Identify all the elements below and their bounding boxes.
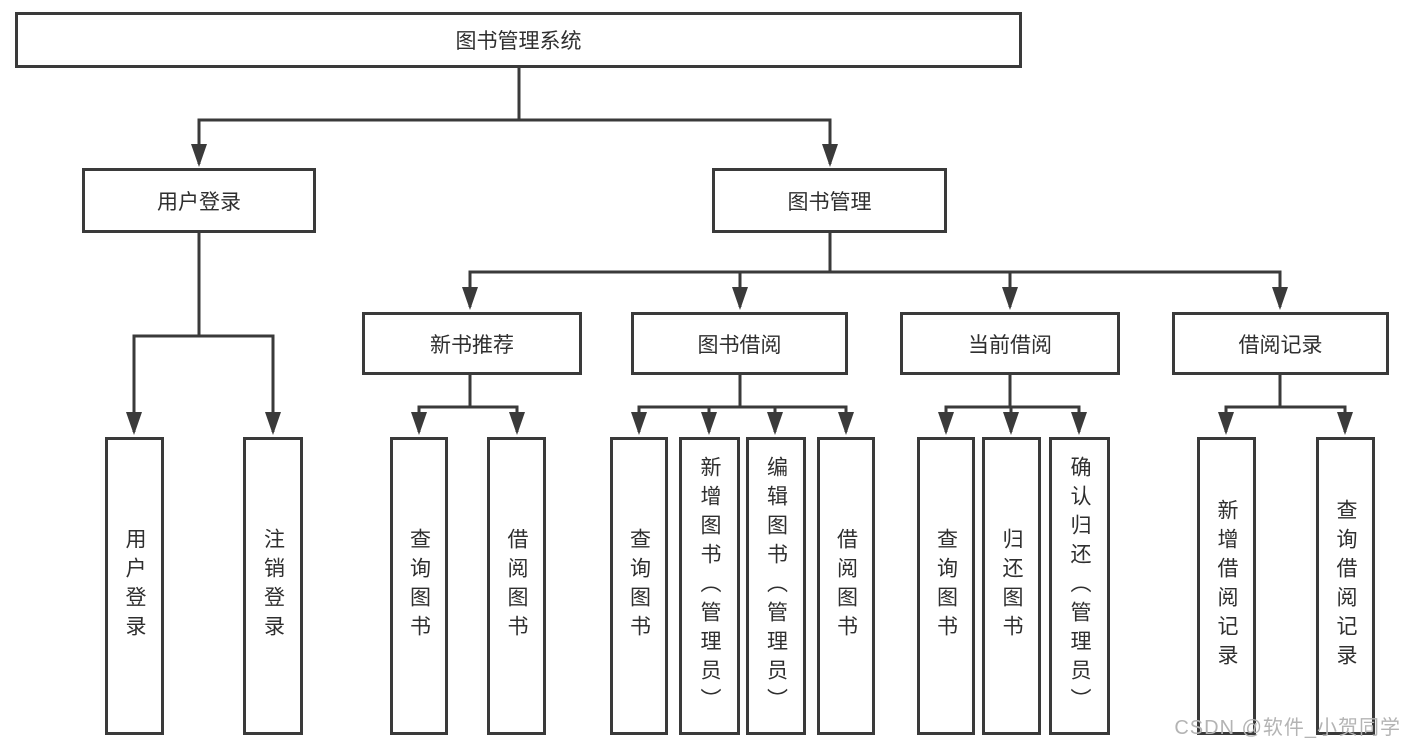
node-current-borrow: 当前借阅 <box>900 312 1120 375</box>
leaf-current-return-label: 归还图书 <box>1000 528 1023 644</box>
connector-borrow-records <box>1218 375 1353 435</box>
leaf-logout: 注销登录 <box>243 437 303 735</box>
connector-current-borrow <box>938 375 1087 435</box>
leaf-newbooks-query-label: 查询图书 <box>407 528 431 644</box>
leaf-logout-label: 注销登录 <box>261 528 285 644</box>
leaf-borrow-edit-admin-label: 编辑图书（管理员） <box>764 455 788 717</box>
node-borrow-records: 借阅记录 <box>1172 312 1389 375</box>
connector-new-books <box>411 375 525 435</box>
leaf-borrow-add-admin-label: 新增图书（管理员） <box>698 455 721 717</box>
csdn-watermark: CSDN @软件_小贺同学 <box>1174 717 1401 739</box>
leaf-borrow-borrow: 借阅图书 <box>817 437 875 735</box>
leaf-user-login-label: 用户登录 <box>123 528 146 644</box>
node-user-login-label: 用户登录 <box>157 190 241 214</box>
node-current-borrow-label: 当前借阅 <box>968 333 1052 357</box>
leaf-current-query: 查询图书 <box>917 437 975 735</box>
leaf-borrow-add-admin: 新增图书（管理员） <box>679 437 740 735</box>
node-book-borrow: 图书借阅 <box>631 312 848 375</box>
node-root: 图书管理系统 <box>15 12 1022 68</box>
node-new-books-label: 新书推荐 <box>430 333 514 357</box>
leaf-newbooks-borrow-label: 借阅图书 <box>505 528 528 644</box>
leaf-user-login: 用户登录 <box>105 437 164 735</box>
leaf-borrow-edit-admin: 编辑图书（管理员） <box>746 437 806 735</box>
node-root-label: 图书管理系统 <box>455 30 582 53</box>
leaf-current-confirm-admin-label: 确认归还（管理员） <box>1068 455 1091 717</box>
leaf-borrow-borrow-label: 借阅图书 <box>834 528 858 644</box>
leaf-records-add: 新增借阅记录 <box>1197 437 1256 735</box>
node-book-mgmt-label: 图书管理 <box>787 190 872 214</box>
node-book-mgmt: 图书管理 <box>712 168 947 233</box>
node-book-borrow-label: 图书借阅 <box>697 333 782 357</box>
leaf-newbooks-query: 查询图书 <box>390 437 448 735</box>
leaf-current-query-label: 查询图书 <box>934 528 958 644</box>
leaf-records-query-label: 查询借阅记录 <box>1334 499 1357 673</box>
connector-user-login <box>126 232 281 435</box>
node-new-books: 新书推荐 <box>362 312 582 375</box>
leaf-newbooks-borrow: 借阅图书 <box>487 437 546 735</box>
leaf-current-return: 归还图书 <box>982 437 1041 735</box>
node-user-login: 用户登录 <box>82 168 316 233</box>
leaf-current-confirm-admin: 确认归还（管理员） <box>1049 437 1110 735</box>
leaf-records-query: 查询借阅记录 <box>1316 437 1375 735</box>
connector-book-mgmt <box>462 232 1288 310</box>
leaf-records-add-label: 新增借阅记录 <box>1215 499 1238 673</box>
connector-root <box>191 67 838 167</box>
leaf-borrow-query: 查询图书 <box>610 437 668 735</box>
leaf-borrow-query-label: 查询图书 <box>627 528 651 644</box>
connector-book-borrow <box>631 375 854 435</box>
node-borrow-records-label: 借阅记录 <box>1238 333 1323 357</box>
